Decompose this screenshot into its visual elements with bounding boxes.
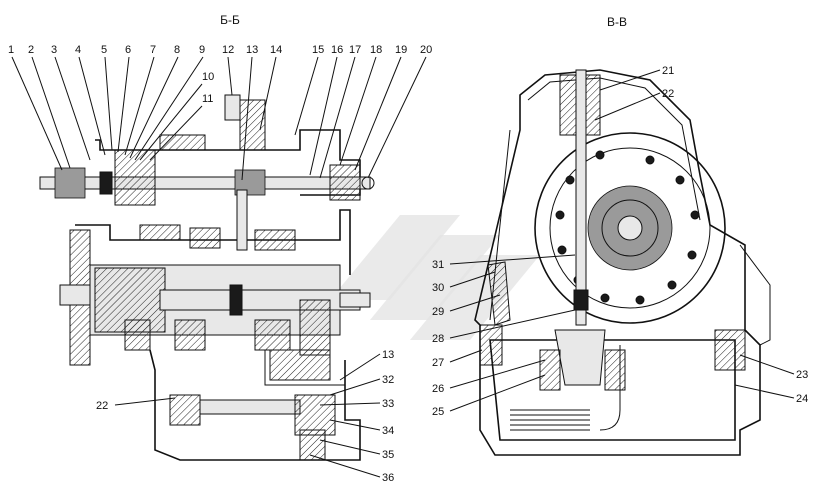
filter-stack	[510, 409, 590, 431]
callout-27: 27	[432, 357, 444, 369]
callout-1: 1	[8, 44, 14, 56]
callout-32: 32	[382, 374, 394, 386]
callout-6: 6	[125, 44, 131, 56]
callout-24: 24	[796, 393, 808, 405]
callout-9: 9	[199, 44, 205, 56]
callout-4: 4	[75, 44, 81, 56]
callout-31: 31	[432, 259, 444, 271]
callout-7: 7	[150, 44, 156, 56]
callout-21: 21	[662, 65, 674, 77]
right-section-drawing	[474, 69, 771, 456]
callout-23: 23	[796, 369, 808, 381]
right-callouts: 21 22 31 30 29 28 27 26 25 23 24	[432, 65, 808, 418]
callout-20: 20	[420, 44, 432, 56]
left-top-leader-lines	[11, 56, 427, 181]
callout-18: 18	[370, 44, 382, 56]
callout-13-lower: 13	[382, 349, 394, 361]
right-leader-lines	[449, 69, 795, 412]
callout-11: 11	[202, 93, 213, 105]
left-bottom-callouts: 22 13 32 33 34 35 36	[96, 349, 394, 484]
callout-22-left: 22	[96, 400, 108, 412]
callout-15: 15	[312, 44, 324, 56]
callout-5: 5	[101, 44, 107, 56]
callout-19: 19	[395, 44, 407, 56]
callout-3: 3	[51, 44, 57, 56]
callout-29: 29	[432, 306, 444, 318]
callout-17: 17	[349, 44, 361, 56]
left-section-drawing	[39, 94, 375, 461]
callout-35: 35	[382, 449, 394, 461]
right-section-title: В-В	[607, 15, 627, 29]
left-section-title: Б-Б	[220, 13, 240, 27]
callout-28: 28	[432, 333, 444, 345]
left-top-callouts: 1 2 3 4 5 6 7 8 9 10 11 12 13 14 15 16 1…	[8, 44, 432, 181]
watermark-logo	[330, 215, 540, 340]
callout-25: 25	[432, 406, 444, 418]
callout-14: 14	[270, 44, 282, 56]
callout-16: 16	[331, 44, 343, 56]
callout-36: 36	[382, 472, 394, 484]
callout-13: 13	[246, 44, 258, 56]
callout-10: 10	[202, 71, 214, 83]
left-bottom-leader-lines	[114, 353, 381, 478]
callout-12: 12	[222, 44, 234, 56]
callout-2: 2	[28, 44, 34, 56]
callout-26: 26	[432, 383, 444, 395]
callout-8: 8	[174, 44, 180, 56]
callout-34: 34	[382, 425, 394, 437]
callout-22-right: 22	[662, 88, 674, 100]
callout-30: 30	[432, 282, 444, 294]
callout-33: 33	[382, 398, 394, 410]
